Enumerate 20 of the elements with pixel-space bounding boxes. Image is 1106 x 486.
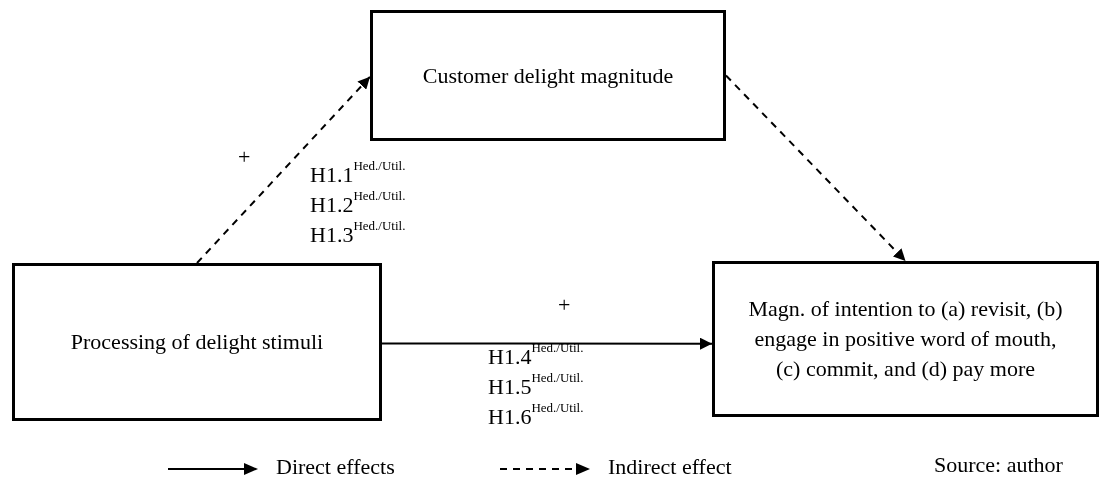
dashed-arrow [196, 75, 371, 264]
hypothesis-label: H1.1$^{Hed./Util.}$ [310, 160, 406, 189]
hypothesis-label: + [238, 143, 251, 171]
hypothesis-label: H1.2$^{Hed./Util.}$ [310, 190, 406, 219]
hypothesis-label: H1.4$^{Hed./Util.}$ [488, 342, 584, 371]
construct-label: Customer delight magnitude [422, 61, 674, 90]
hypothesis-label: Source: author [934, 451, 1063, 479]
legend-label: Direct effects [276, 453, 395, 481]
arrow [381, 337, 713, 350]
construct-box [712, 261, 1099, 417]
hypothesis-label: H1.6$^{Hed./Util.}$ [488, 402, 584, 431]
construct-label: Magn. of intention to (a) revisit, (b) engage in positive word of mouth, (c) commit, and (d) pay more [747, 295, 1064, 383]
hypothesis-label: H1.5$^{Hed./Util.}$ [488, 372, 584, 401]
hypothesis-label: H1.3$^{Hed./Util.}$ [310, 220, 406, 249]
dashed-arrow [725, 74, 907, 262]
construct-box [12, 263, 382, 421]
construct-box [370, 10, 726, 141]
construct-label: Processing of delight stimuli [70, 328, 324, 356]
legend-label: Indirect effect [608, 453, 732, 481]
hypothesis-label: + [558, 291, 571, 319]
